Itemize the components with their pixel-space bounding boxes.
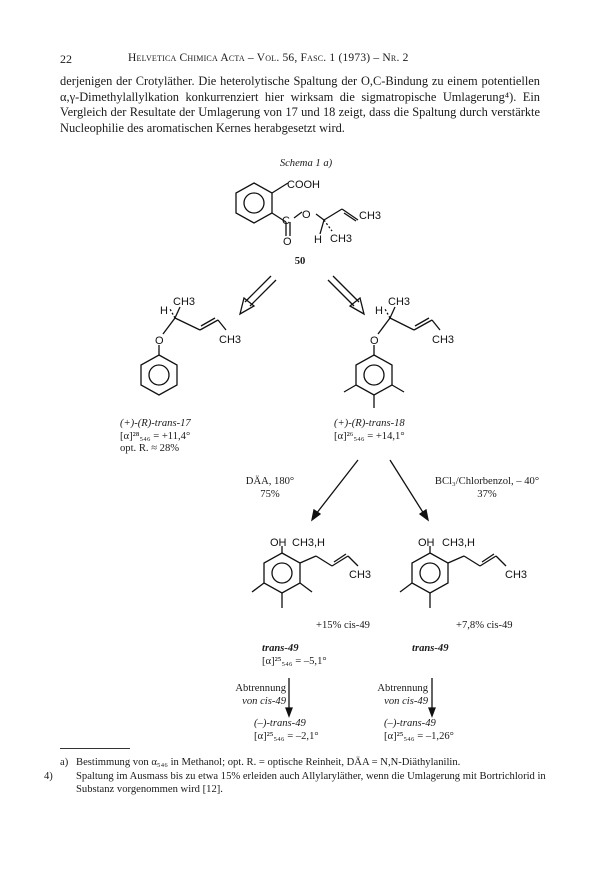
atom-o-ester: O <box>302 209 311 221</box>
atom-h: H <box>314 234 322 246</box>
compound-17-rotation: [α]²⁸₅₄₆ = +11,4° <box>120 430 191 442</box>
atom-o-17: O <box>155 335 164 347</box>
atom-ch3-a: CH3 <box>359 210 381 222</box>
product-left-label: trans-49 [α]²⁵₅₄₆ = –5,1° <box>262 643 372 668</box>
atom-c: C <box>282 215 290 227</box>
product-left-structure <box>251 546 359 608</box>
condition-left-yield: 75% <box>260 488 280 500</box>
atom-ch3-18b: CH3 <box>432 334 454 346</box>
final-left-name: (–)-trans-49 <box>254 718 306 729</box>
separation-right: Abtrennung von cis-49 <box>364 683 428 708</box>
atom-o-18: O <box>370 335 379 347</box>
compound-17-label: (+)-(R)-trans-17 [α]²⁸₅₄₆ = +11,4° opt. … <box>120 418 270 456</box>
cis-note-right: +7,8% cis-49 <box>456 620 513 631</box>
product-right-name: trans-49 <box>412 643 449 654</box>
product-right-structure <box>399 546 507 608</box>
condition-left-reagent: DÄA, 180° <box>245 476 295 487</box>
cis-note-left: +15% cis-49 <box>316 620 370 631</box>
atom-o-carbonyl: O <box>283 236 292 248</box>
atom-h-17: H <box>160 305 168 317</box>
atom-oh-right: OH <box>418 537 435 549</box>
compound-50-structure <box>235 182 359 236</box>
compound-50-number: 50 <box>294 256 306 267</box>
footnote-4-mark: 4) <box>44 771 53 782</box>
separation-right-line1: Abtrennung <box>377 683 428 694</box>
atom-ch3-17b: CH3 <box>219 334 241 346</box>
arrow-18-to-left <box>311 459 359 522</box>
scheme-title: Schema 1 a) <box>279 158 333 169</box>
running-head: Helvetica Chimica Acta – Vol. 56, Fasc. … <box>128 52 409 64</box>
body-text: derjenigen der Crotyläther. Die heteroly… <box>60 74 540 136</box>
compound-18-name: (+)-(R)-trans-18 <box>334 418 405 429</box>
separation-left-line2: von cis-49 <box>242 695 286 707</box>
body-paragraph: derjenigen der Crotyläther. Die heteroly… <box>60 74 540 135</box>
condition-left: DÄA, 180° 75% <box>232 476 308 501</box>
final-right-name: (–)-trans-49 <box>384 718 436 729</box>
atom-ch3-17a: CH3 <box>173 296 195 308</box>
separation-right-line2: von cis-49 <box>384 695 428 707</box>
footnote-a-mark: a) <box>60 757 69 768</box>
atom-h-18: H <box>375 305 383 317</box>
compound-17-name: (+)-(R)-trans-17 <box>120 418 191 429</box>
product-left-rotation: [α]²⁵₅₄₆ = –5,1° <box>262 655 327 667</box>
condition-right-yield: 37% <box>477 488 497 500</box>
footnote-4-text: Spaltung im Ausmass bis zu etwa 15% erle… <box>76 771 546 795</box>
atom-ch3-right: CH3 <box>505 569 527 581</box>
separation-left-line1: Abtrennung <box>235 683 286 694</box>
footnote-rule <box>60 748 130 749</box>
arrow-separation-right <box>428 678 436 718</box>
final-left: (–)-trans-49 [α]²⁵₅₄₆ = –2,1° <box>254 718 364 743</box>
final-right-rotation: [α]²⁵₅₄₆ = –1,26° <box>384 730 454 742</box>
compound-18-rotation: [α]²⁶₅₄₆ = +14,1° <box>334 430 405 442</box>
separation-left: Abtrennung von cis-49 <box>222 683 286 708</box>
arrow-separation-left <box>285 678 293 718</box>
condition-right-reagent: BCl₃/Chlorbenzol, – 40° <box>434 476 540 487</box>
final-left-rotation: [α]²⁵₅₄₆ = –2,1° <box>254 730 319 742</box>
atom-ch3-b: CH3 <box>330 233 352 245</box>
atom-ch3h-left: CH3,H <box>292 537 325 549</box>
final-right: (–)-trans-49 [α]²⁵₅₄₆ = –1,26° <box>384 718 494 743</box>
atom-oh-left: OH <box>270 537 287 549</box>
atom-ch3-18a: CH3 <box>388 296 410 308</box>
arrow-18-to-right <box>389 459 429 522</box>
atom-ch3h-right: CH3,H <box>442 537 475 549</box>
compound-17-purity: opt. R. ≈ 28% <box>120 443 180 454</box>
footnote-4: 4) Spaltung im Ausmass bis zu etwa 15% er… <box>44 770 566 796</box>
footnote-a-text: Bestimmung von α₅₄₆ in Methanol; opt. R.… <box>76 757 461 768</box>
arrow-50-to-17 <box>238 275 277 316</box>
compound-18-label: (+)-(R)-trans-18 [α]²⁶₅₄₆ = +14,1° <box>334 418 494 443</box>
page-number: 22 <box>60 52 72 66</box>
condition-right: BCl₃/Chlorbenzol, – 40° 37% <box>412 476 562 501</box>
product-left-name: trans-49 <box>262 643 299 654</box>
compound-17-structure <box>140 306 227 396</box>
atom-ch3-left: CH3 <box>349 569 371 581</box>
atom-cooh: COOH <box>287 179 320 191</box>
footnote-a: a) Bestimmung von α₅₄₆ in Methanol; opt. … <box>60 756 550 769</box>
arrow-50-to-18 <box>327 275 366 316</box>
compound-18-structure <box>343 306 441 408</box>
